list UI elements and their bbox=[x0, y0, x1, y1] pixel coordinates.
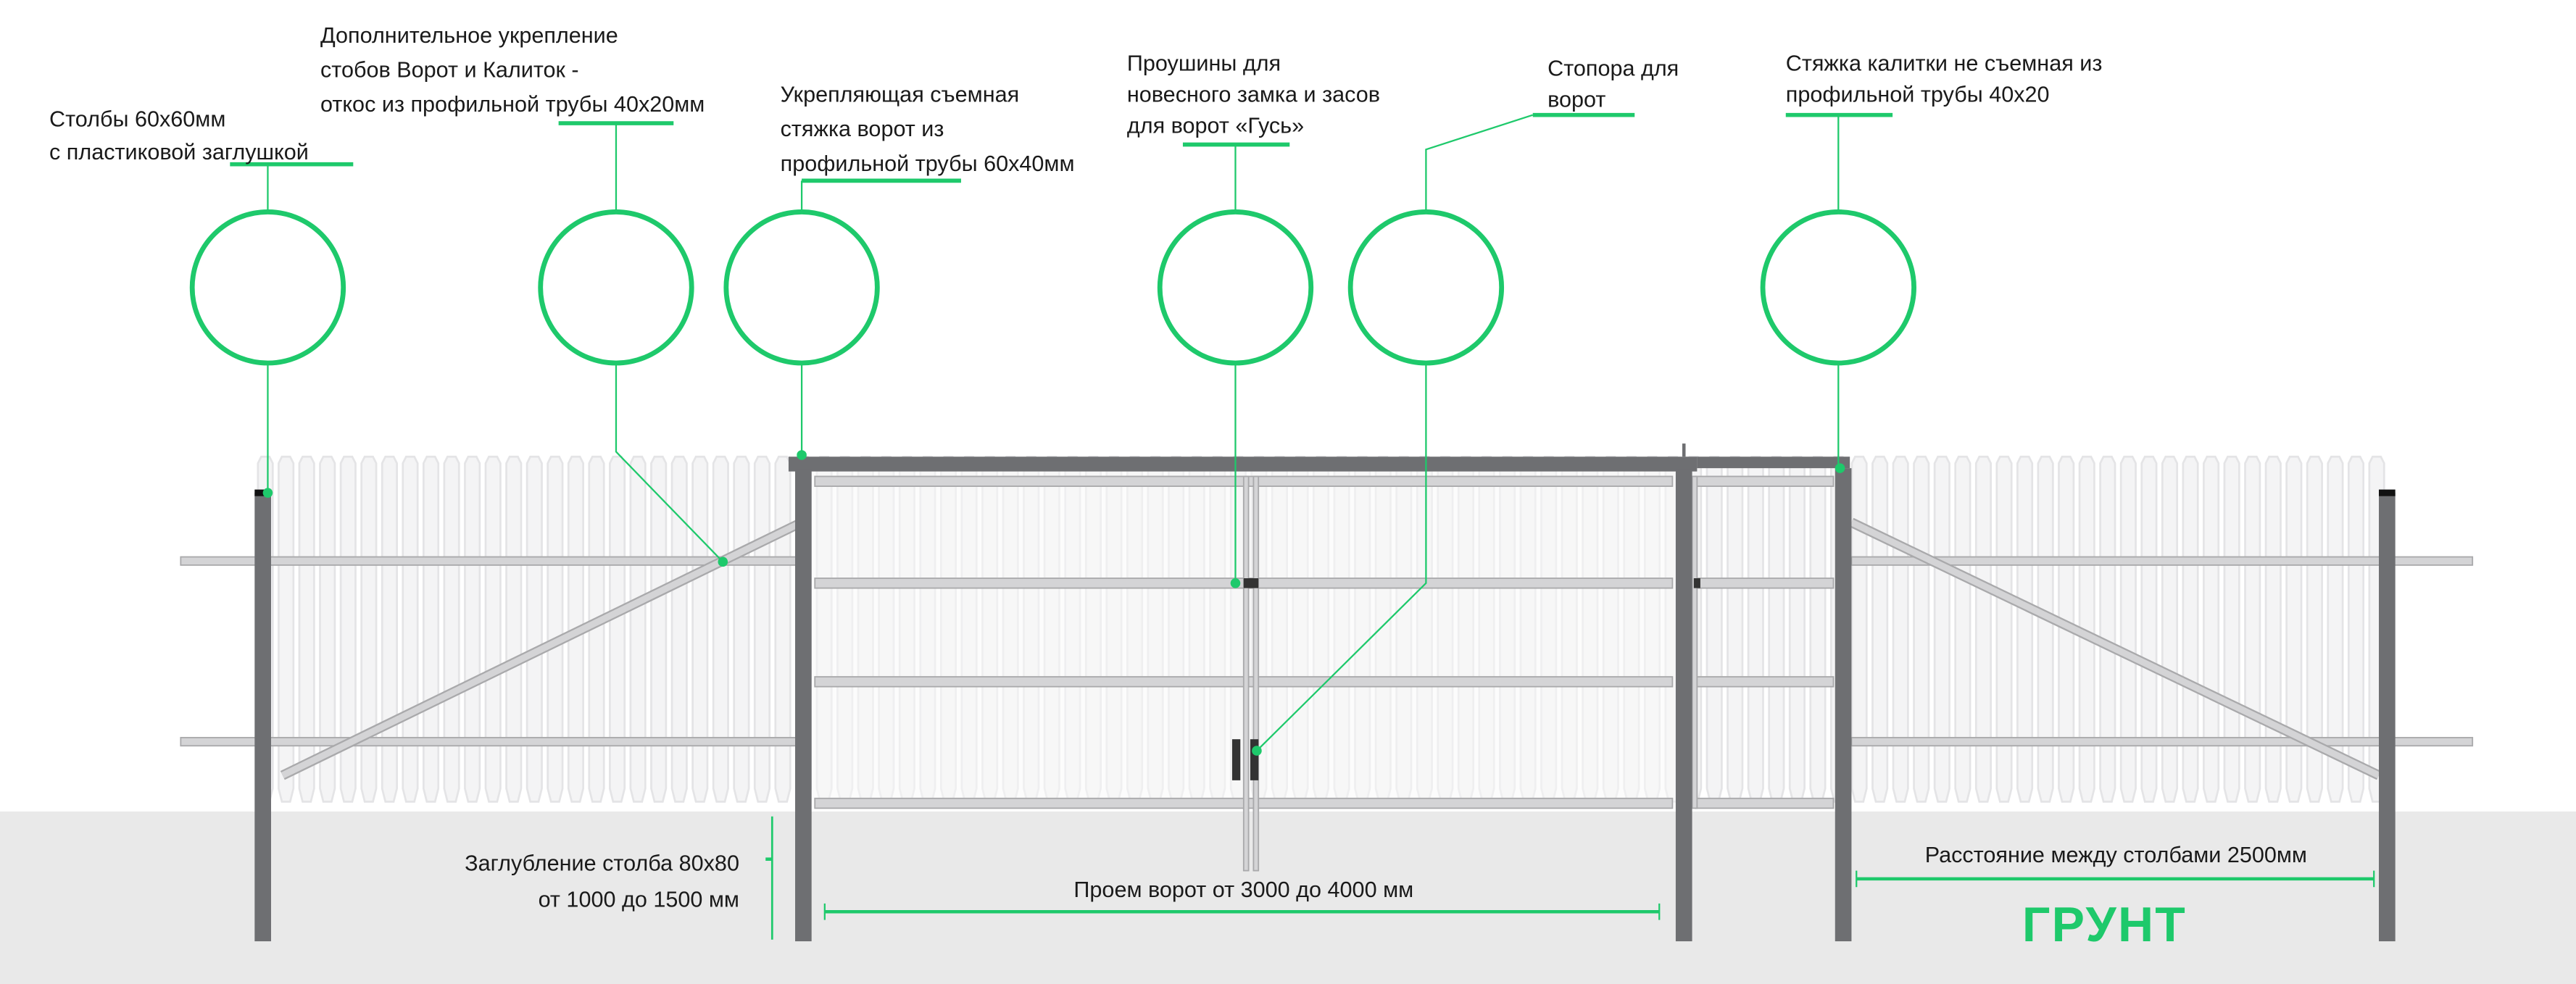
picket bbox=[670, 455, 688, 803]
callout-lugs-line1: Проушины для bbox=[1127, 51, 1281, 75]
picket bbox=[339, 455, 357, 803]
picket bbox=[2182, 455, 2199, 803]
picket bbox=[1747, 455, 1764, 803]
picket bbox=[1809, 455, 1827, 803]
picket bbox=[1974, 455, 1993, 803]
picket bbox=[2161, 455, 2179, 803]
picket bbox=[608, 455, 626, 803]
detail-post-cap bbox=[189, 209, 346, 366]
callout-wicket-tie-line2: профильной трубы 40х20 bbox=[1786, 83, 2050, 107]
picket bbox=[360, 455, 378, 803]
ground bbox=[0, 811, 2576, 984]
picket bbox=[2203, 455, 2220, 803]
depth-label-line1: Заглубление столба 80х80 bbox=[465, 851, 739, 876]
picket bbox=[588, 455, 605, 803]
depth-label-line2: от 1000 до 1500 мм bbox=[539, 887, 739, 912]
callout-gate-tie-line1: Укрепляющая съемная bbox=[781, 83, 1020, 107]
picket bbox=[2099, 455, 2116, 803]
picket bbox=[2140, 455, 2158, 803]
picket bbox=[278, 455, 295, 803]
picket bbox=[1850, 455, 1868, 803]
callout-posts-line1: Столбы 60х60мм bbox=[49, 107, 225, 132]
detail-wicket-tie bbox=[1760, 209, 1916, 366]
braces bbox=[280, 517, 2381, 780]
picket bbox=[1954, 455, 1972, 803]
callout-brace-line3: откос из профильной трубы 40х20мм bbox=[320, 92, 705, 117]
callout-posts-line2: с пластиковой заглушкой bbox=[49, 140, 309, 164]
callout-gate-tie-line2: стяжка ворот из bbox=[781, 117, 944, 141]
callout-wicket-tie-line1: Стяжка калитки не съемная из bbox=[1786, 51, 2103, 75]
picket bbox=[2119, 455, 2137, 803]
picket bbox=[422, 455, 440, 803]
picket bbox=[1768, 455, 1785, 803]
picket bbox=[464, 455, 481, 803]
detail-stoppers bbox=[1347, 209, 1505, 366]
callout-gate-tie-line3: профильной трубы 60х40мм bbox=[781, 151, 1075, 176]
picket bbox=[1913, 455, 1930, 803]
wicket-top-tie bbox=[1697, 456, 1850, 469]
picket bbox=[629, 455, 647, 803]
picket bbox=[525, 455, 543, 803]
picket bbox=[753, 455, 771, 803]
picket bbox=[443, 455, 460, 803]
picket bbox=[2285, 455, 2303, 803]
picket bbox=[1995, 455, 2013, 803]
picket bbox=[712, 455, 729, 803]
picket bbox=[691, 455, 709, 803]
ground-label: ГРУНТ bbox=[2022, 897, 2187, 952]
picket bbox=[2037, 455, 2054, 803]
picket bbox=[381, 455, 398, 803]
detail-brace bbox=[538, 209, 694, 366]
picket bbox=[1788, 455, 1806, 803]
picket bbox=[547, 455, 564, 803]
callout-brace-line2: стобов Ворот и Калиток - bbox=[320, 58, 579, 83]
callout-lugs-line2: новесного замка и засов bbox=[1127, 83, 1380, 107]
gate-top-tie bbox=[788, 456, 1698, 472]
picket bbox=[2347, 455, 2365, 803]
picket bbox=[402, 455, 419, 803]
callout-brace-line1: Дополнительное укрепление bbox=[320, 23, 618, 48]
detail-lugs bbox=[1157, 209, 1314, 366]
opening-dimension: Проем ворот от 3000 до 4000 мм bbox=[823, 877, 1661, 920]
picket bbox=[2078, 455, 2095, 803]
picket bbox=[2306, 455, 2323, 803]
picket bbox=[1871, 455, 1889, 803]
spacing-dimension: Расстояние между столбами 2500мм bbox=[1856, 843, 2375, 888]
picket bbox=[2244, 455, 2261, 803]
callout-stoppers-line1: Стопора для bbox=[1547, 56, 1679, 80]
picket bbox=[774, 455, 792, 803]
picket bbox=[1892, 455, 1909, 803]
posts bbox=[254, 468, 2396, 942]
callout-stoppers-line2: ворот bbox=[1547, 87, 1605, 112]
picket bbox=[319, 455, 336, 803]
spacing-label: Расстояние между столбами 2500мм bbox=[1925, 843, 2307, 867]
picket bbox=[505, 455, 523, 803]
gate bbox=[788, 443, 1850, 872]
picket bbox=[2223, 455, 2240, 803]
picket bbox=[2327, 455, 2344, 803]
callout-lugs-line3: для ворот «Гусь» bbox=[1127, 114, 1304, 138]
picket bbox=[650, 455, 668, 803]
depth-dimension: Заглубление столба 80х80 от 1000 до 1500… bbox=[465, 816, 773, 940]
picket bbox=[2016, 455, 2034, 803]
picket bbox=[1727, 455, 1744, 803]
detail-gate-tie bbox=[723, 209, 880, 366]
picket bbox=[733, 455, 750, 803]
picket bbox=[484, 455, 502, 803]
picket bbox=[2264, 455, 2282, 803]
opening-label: Проем ворот от 3000 до 4000 мм bbox=[1073, 877, 1413, 902]
picket bbox=[1705, 455, 1723, 803]
picket bbox=[298, 455, 315, 803]
picket bbox=[1933, 455, 1950, 803]
